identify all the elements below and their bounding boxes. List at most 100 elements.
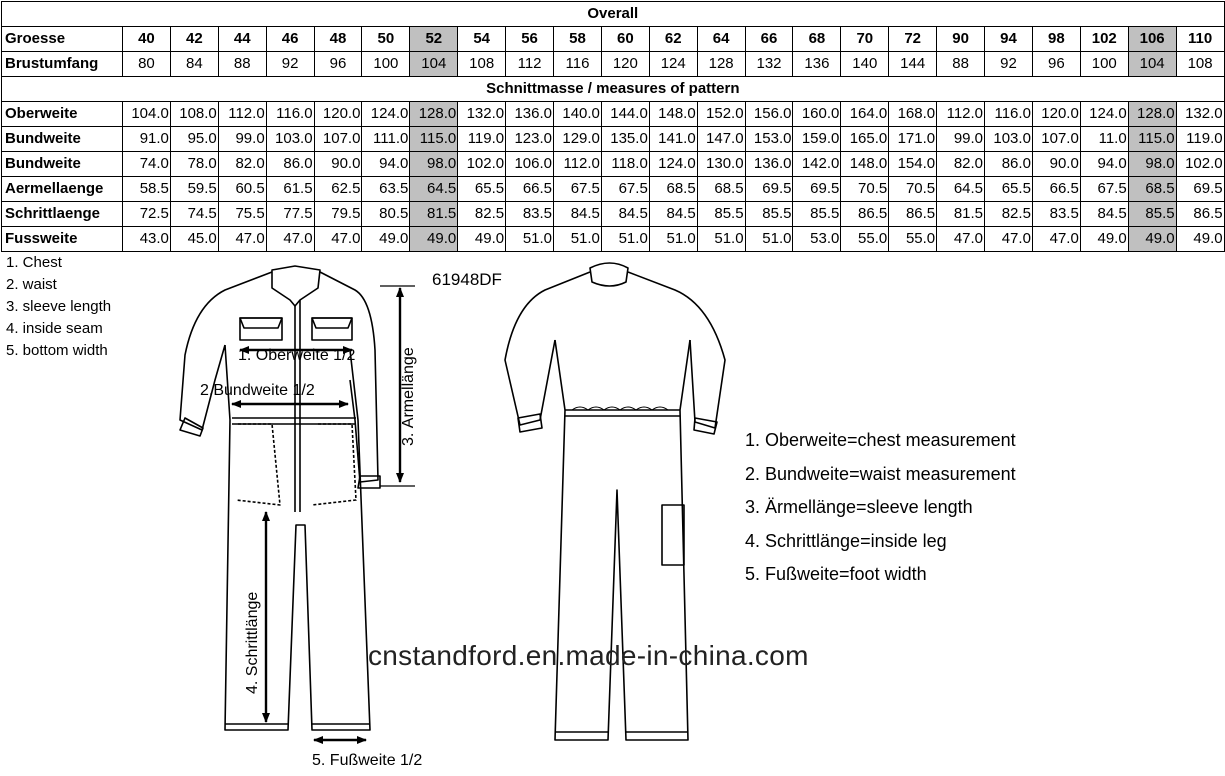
size-cell: 46 — [265, 26, 315, 52]
measure-cell: 61.5 — [265, 176, 315, 202]
measure-cell: 156.0 — [744, 101, 794, 127]
measure-cell: 49.0 — [1127, 226, 1177, 252]
measure-cell: 115.0 — [409, 126, 459, 152]
measure-cell: 108.0 — [169, 101, 219, 127]
measure-cell: 62.5 — [313, 176, 363, 202]
measure-cell: 65.5 — [457, 176, 507, 202]
measure-cell: 11.0 — [1079, 126, 1129, 152]
size-cell: 54 — [457, 26, 507, 52]
size-cell: 102 — [1079, 26, 1129, 52]
measure-cell: 165.0 — [840, 126, 890, 152]
measure-cell: 95.0 — [169, 126, 219, 152]
measure-cell: 55.0 — [888, 226, 938, 252]
product-code: 61948DF — [432, 270, 502, 289]
chest-cell: 104 — [409, 51, 459, 77]
measure-cell: 82.0 — [936, 151, 986, 177]
measure-cell: 106.0 — [505, 151, 555, 177]
size-cell: 44 — [217, 26, 267, 52]
chest-cell: 92 — [265, 51, 315, 77]
measure-cell: 65.5 — [984, 176, 1033, 202]
chest-cell: 132 — [744, 51, 794, 77]
measure-cell: 124.0 — [648, 151, 698, 177]
measure-cell: 112.0 — [936, 101, 986, 127]
measure-cell: 130.0 — [696, 151, 746, 177]
measure-cell: 51.0 — [696, 226, 746, 252]
measure-cell: 164.0 — [840, 101, 890, 127]
measure-cell: 103.0 — [984, 126, 1033, 152]
measure-cell: 53.0 — [792, 226, 842, 252]
measure-cell: 160.0 — [792, 101, 842, 127]
size-cell: 70 — [840, 26, 890, 52]
measure-cell: 112.0 — [217, 101, 267, 127]
watermark: cnstandford.en.made-in-china.com — [368, 640, 809, 671]
measure-cell: 119.0 — [1175, 126, 1225, 152]
measure-cell: 159.0 — [792, 126, 842, 152]
measure-cell: 124.0 — [361, 101, 411, 127]
measure-cell: 51.0 — [648, 226, 698, 252]
chest-measure-label: 1. Oberweite 1/2 — [238, 347, 356, 364]
measure-cell: 69.5 — [792, 176, 842, 202]
measure-cell: 85.5 — [744, 201, 794, 227]
measure-cell: 124.0 — [1079, 101, 1129, 127]
measure-cell: 98.0 — [1127, 151, 1177, 177]
measure-cell: 49.0 — [457, 226, 507, 252]
size-cell: 50 — [361, 26, 411, 52]
chest-cell: 128 — [696, 51, 746, 77]
chest-cell: 144 — [888, 51, 938, 77]
measure-cell: 128.0 — [409, 101, 459, 127]
size-cell: 52 — [409, 26, 459, 52]
measure-cell: 171.0 — [888, 126, 938, 152]
measure-cell: 51.0 — [744, 226, 794, 252]
measure-cell: 51.0 — [505, 226, 555, 252]
measure-cell: 60.5 — [217, 176, 267, 202]
chest-row-label: Brustumfang — [1, 51, 123, 77]
measure-cell: 94.0 — [361, 151, 411, 177]
size-cell: 94 — [984, 26, 1033, 52]
chest-cell: 108 — [1175, 51, 1225, 77]
measure-cell: 80.5 — [361, 201, 411, 227]
chest-cell: 124 — [648, 51, 698, 77]
measure-cell: 49.0 — [361, 226, 411, 252]
foot-measure-label: 5. Fußweite 1/2 — [312, 752, 423, 769]
front-coverall-outline — [179, 265, 381, 731]
measure-cell: 49.0 — [1175, 226, 1225, 252]
legend-item: 5. Fußweite=foot width — [745, 564, 927, 585]
legend-item: 2. waist — [6, 276, 57, 293]
measure-row-label: Bundweite — [1, 126, 123, 152]
size-cell: 60 — [600, 26, 650, 52]
measure-cell: 67.5 — [1079, 176, 1129, 202]
size-cell: 66 — [744, 26, 794, 52]
measure-cell: 98.0 — [409, 151, 459, 177]
chest-cell: 88 — [217, 51, 267, 77]
measure-cell: 81.5 — [409, 201, 459, 227]
measure-cell: 47.0 — [1031, 226, 1081, 252]
measure-cell: 49.0 — [1079, 226, 1129, 252]
sleeve-measure-label: 3. Ärmellänge — [400, 347, 417, 446]
legend-item: 5. bottom width — [6, 342, 108, 359]
measure-cell: 90.0 — [313, 151, 363, 177]
measurement-arrows — [231, 285, 415, 744]
size-cell: 58 — [553, 26, 602, 52]
measure-cell: 86.5 — [1175, 201, 1225, 227]
measure-cell: 132.0 — [1175, 101, 1225, 127]
measure-cell: 68.5 — [648, 176, 698, 202]
legend-item: 1. Oberweite=chest measurement — [745, 430, 1016, 450]
size-cell: 48 — [313, 26, 363, 52]
measure-cell: 148.0 — [840, 151, 890, 177]
waist-measure-label: 2.Bundweite 1/2 — [200, 382, 315, 399]
measure-cell: 132.0 — [457, 101, 507, 127]
measure-cell: 102.0 — [457, 151, 507, 177]
measure-cell: 153.0 — [744, 126, 794, 152]
measure-cell: 49.0 — [409, 226, 459, 252]
measure-cell: 68.5 — [1127, 176, 1177, 202]
measure-row-label: Bundweite — [1, 151, 123, 177]
measure-row-label: Fussweite — [1, 226, 123, 252]
legend-item: 4. inside seam — [6, 320, 103, 337]
inseam-measure-label: 4. Schrittlänge — [244, 591, 261, 694]
measure-cell: 47.0 — [265, 226, 315, 252]
